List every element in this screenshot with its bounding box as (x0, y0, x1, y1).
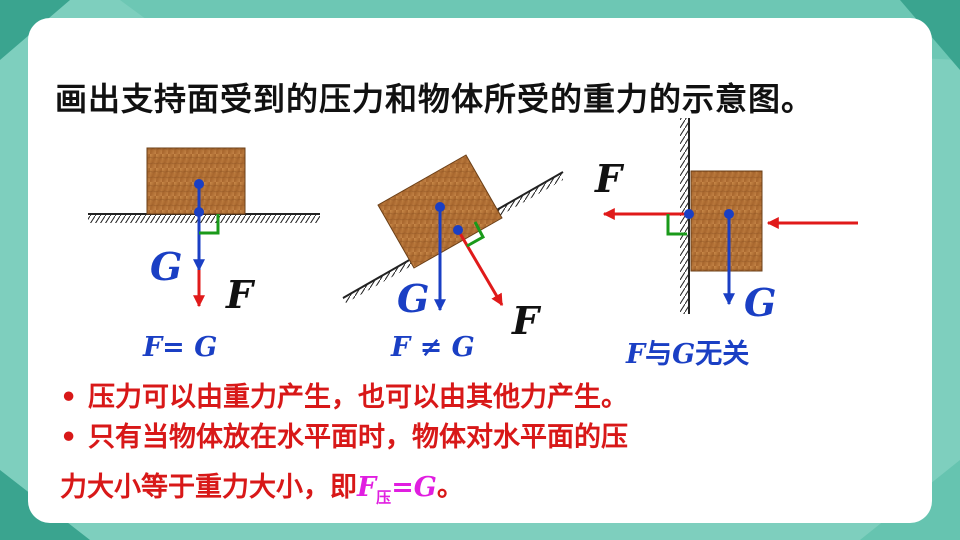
relation-horizontal: F= G (143, 332, 217, 363)
relation-wall-f: F (626, 339, 646, 370)
bullet-text-1: 压力可以由重力产生，也可以由其他力产生。 (88, 382, 628, 413)
bullet-text-3: 力大小等于重力大小，即 (60, 472, 357, 503)
incline-center-dot (435, 202, 445, 212)
horizontal-g-label: G (150, 244, 182, 289)
bullet-item-2-continued: 力大小等于重力大小，即F压=G。 (60, 468, 900, 517)
bullet-text-2: 只有当物体放在水平面时，物体对水平面的压 (88, 422, 628, 453)
formula-rest: =G (391, 472, 437, 503)
horizontal-right-angle (199, 214, 220, 235)
wall-g-label: G (744, 280, 776, 325)
incline-contact-dot (453, 225, 463, 235)
wall-right-angle (666, 214, 687, 236)
horizontal-contact-dot (194, 207, 204, 217)
bullet-dot: • (60, 382, 78, 413)
formula-subscript: 压 (376, 488, 392, 507)
incline-f-label: F (511, 298, 542, 343)
wall-center-dot (724, 209, 734, 219)
formula-f: F (357, 472, 377, 503)
bullet-item-2: • 只有当物体放在水平面时，物体对水平面的压 (60, 418, 900, 458)
pressure-formula: F压=G (357, 472, 437, 507)
wall-block (690, 170, 763, 272)
horizontal-f-label: F (225, 272, 256, 317)
horizontal-ground-hatch (88, 214, 320, 223)
bullet-dot: • (60, 422, 78, 453)
incline-diagram: G F (342, 154, 564, 343)
relation-incline-text: F ≠ G (391, 332, 475, 363)
incline-right-angle (466, 221, 486, 248)
wall-diagram: F G (594, 118, 858, 325)
horizontal-diagram: G F (88, 147, 320, 317)
relation-wall: F与G无关 (626, 332, 749, 371)
incline-g-label: G (397, 276, 429, 321)
wall-f-label: F (594, 156, 625, 201)
summary-bullets: • 压力可以由重力产生，也可以由其他力产生。 • 只有当物体放在水平面时，物体对水平… (60, 378, 900, 517)
relation-wall-end: 无关 (695, 339, 750, 370)
bullet-item-1: • 压力可以由重力产生，也可以由其他力产生。 (60, 378, 900, 418)
relation-incline: F ≠ G (391, 332, 475, 363)
relation-horizontal-text: F= G (143, 332, 218, 363)
page-title: 画出支持面受到的压力和物体所受的重力的示意图。 (55, 80, 815, 118)
relation-wall-middle: 与 (645, 339, 673, 370)
content-card (28, 18, 932, 523)
relation-wall-g: G (672, 339, 696, 370)
horizontal-center-dot (194, 179, 204, 189)
wall-contact-dot (684, 209, 694, 219)
incline-pressure-arrow (456, 229, 504, 307)
bullet-text-end: 。 (436, 472, 464, 503)
